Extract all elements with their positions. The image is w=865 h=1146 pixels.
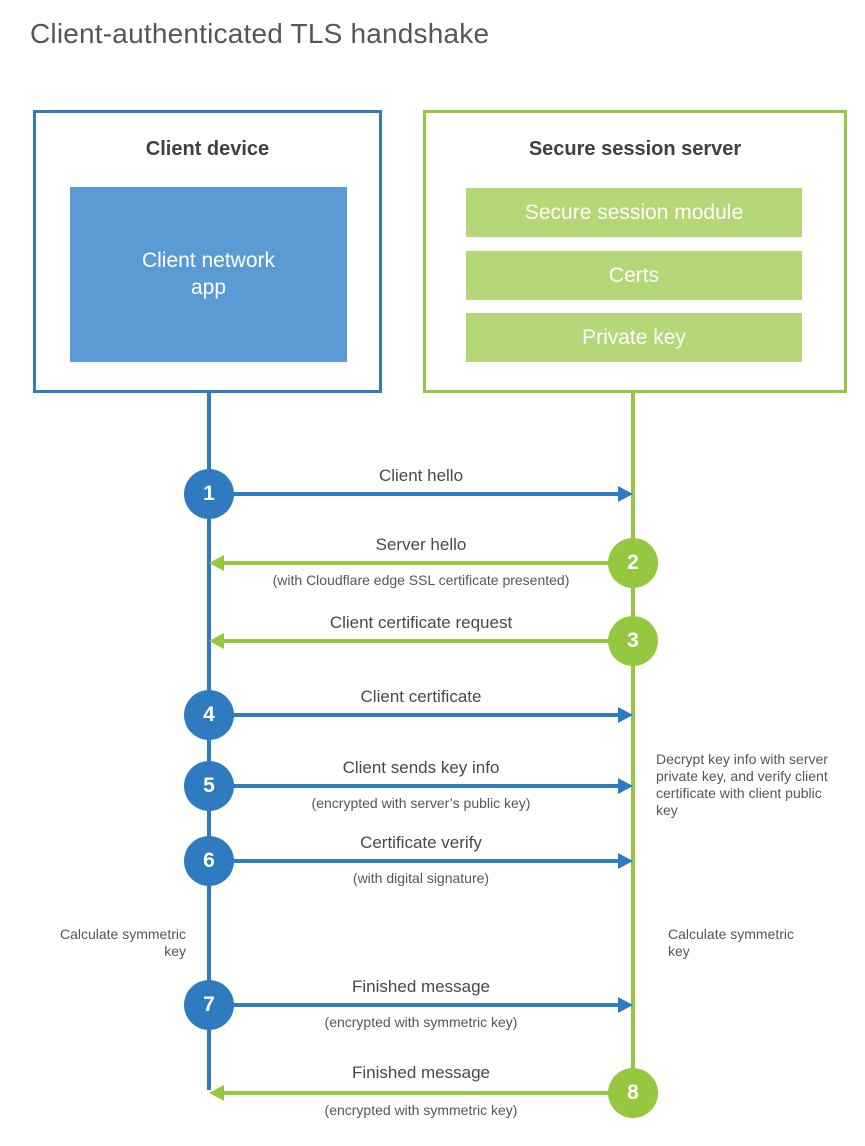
step-number: 7 <box>203 993 215 1016</box>
arrow-sublabel: (encrypted with symmetric key) <box>324 1102 518 1118</box>
step-number: 6 <box>203 849 215 872</box>
server-module-secure-session: Secure session module <box>466 188 802 237</box>
arrow-shaft <box>209 492 618 496</box>
step-number: 8 <box>627 1081 639 1104</box>
arrow-shaft <box>209 1003 618 1007</box>
arrow-head-right-icon <box>618 707 633 723</box>
arrow-sublabel: (encrypted with server’s public key) <box>311 795 531 811</box>
client-device-title: Client device <box>145 138 270 160</box>
arrow-label: Finished message <box>352 1063 490 1082</box>
step-number-circle: 7 <box>184 980 234 1030</box>
arrow-label: Client sends key info <box>342 758 500 777</box>
client-lifeline <box>207 393 211 1090</box>
arrow-shaft <box>224 1091 633 1095</box>
arrow-sublabel: (with Cloudflare edge SSL certificate pr… <box>272 572 570 588</box>
decrypt-note: Decrypt key info with server private key… <box>656 751 828 818</box>
arrow-shaft <box>209 859 618 863</box>
arrow-sublabel: (with digital signature) <box>352 870 490 886</box>
arrow-label: Client hello <box>378 466 464 485</box>
server-module-private-key: Private key <box>466 313 802 362</box>
step-number: 2 <box>627 551 639 574</box>
step-number-circle: 2 <box>608 538 658 588</box>
arrow-label: Server hello <box>375 535 467 554</box>
step-number: 3 <box>627 629 639 652</box>
arrow-head-right-icon <box>618 997 633 1013</box>
arrow-head-right-icon <box>618 486 633 502</box>
arrow-label: Client certificate <box>360 687 482 706</box>
page-title: Client-authenticated TLS handshake <box>30 18 490 49</box>
secure-session-server-title: Secure session server <box>528 138 742 160</box>
arrow-head-left-icon <box>209 1085 224 1101</box>
arrow-head-right-icon <box>618 778 633 794</box>
arrow-label: Finished message <box>352 977 490 996</box>
step-number-circle: 3 <box>608 616 658 666</box>
server-lifeline <box>631 393 635 1095</box>
step-number-circle: 6 <box>184 836 234 886</box>
step-number-circle: 4 <box>184 690 234 740</box>
arrow-shaft <box>209 713 618 717</box>
arrow-label: Client certificate request <box>329 613 513 632</box>
arrow-head-left-icon <box>209 555 224 571</box>
step-number: 5 <box>203 774 215 797</box>
arrow-shaft <box>224 639 633 643</box>
arrow-sublabel: (encrypted with symmetric key) <box>324 1014 518 1030</box>
calculate-symmetric-key-note-client: Calculate symmetric key <box>59 926 186 959</box>
step-number: 4 <box>203 703 215 726</box>
arrow-shaft <box>209 784 618 788</box>
client-network-app-box: Client network app <box>70 187 347 362</box>
step-number: 1 <box>203 482 215 505</box>
calculate-symmetric-key-note-server: Calculate symmetric key <box>668 926 795 959</box>
arrow-label: Certificate verify <box>360 833 482 852</box>
step-number-circle: 1 <box>184 469 234 519</box>
server-module-certs: Certs <box>466 251 802 300</box>
arrow-head-right-icon <box>618 853 633 869</box>
step-number-circle: 5 <box>184 761 234 811</box>
arrow-shaft <box>224 561 633 565</box>
step-number-circle: 8 <box>608 1068 658 1118</box>
client-network-app-label: Client network app <box>141 249 276 299</box>
arrow-head-left-icon <box>209 633 224 649</box>
